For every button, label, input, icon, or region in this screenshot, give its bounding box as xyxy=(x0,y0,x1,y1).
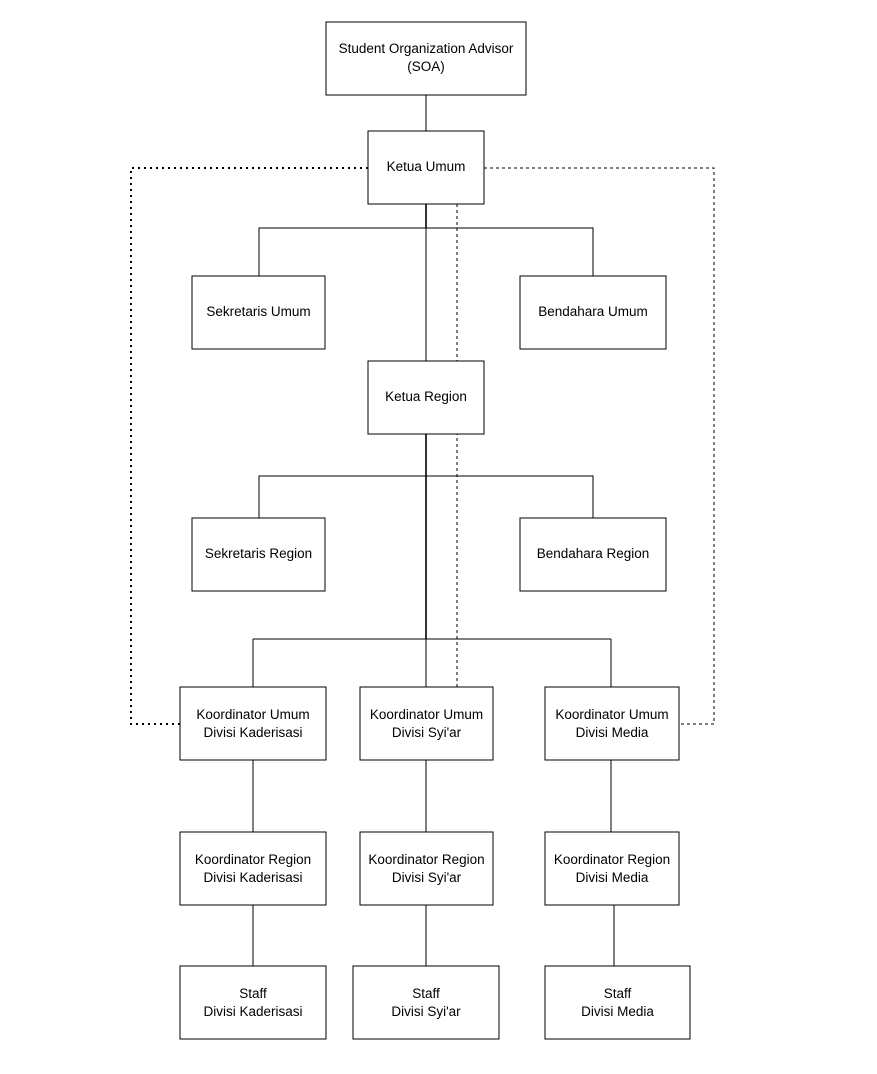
node-bendahara-region-label: Bendahara Region xyxy=(537,546,650,561)
node-koordinator-region-kaderisasi-line-2: Divisi Kaderisasi xyxy=(203,870,302,885)
node-staff-syiar-line-2: Divisi Syi'ar xyxy=(391,1004,461,1019)
node-sekretaris-umum: Sekretaris Umum xyxy=(191,275,326,350)
node-staff-syiar: Staff Divisi Syi'ar xyxy=(352,965,500,1040)
node-staff-kaderisasi-line-1: Staff xyxy=(239,986,267,1001)
node-koordinator-region-media-line-2: Divisi Media xyxy=(576,870,649,885)
node-staff-syiar-line-1: Staff xyxy=(412,986,440,1001)
connector-ketua-region-sekretaris-region xyxy=(258,475,426,518)
node-koordinator-region-media: Koordinator Region Divisi Media xyxy=(544,831,680,906)
dashed-connector-ketua-umum-media xyxy=(484,167,715,725)
node-ketua-umum-label: Ketua Umum xyxy=(387,159,466,174)
node-koordinator-region-kaderisasi: Koordinator Region Divisi Kaderisasi xyxy=(179,831,327,906)
node-sekretaris-umum-label: Sekretaris Umum xyxy=(206,304,310,319)
node-koordinator-region-kaderisasi-line-1: Koordinator Region xyxy=(195,852,311,867)
node-koordinator-umum-media-line-1: Koordinator Umum xyxy=(555,707,668,722)
node-koordinator-umum-kaderisasi: Koordinator Umum Divisi Kaderisasi xyxy=(179,686,327,761)
node-koordinator-umum-syiar: Koordinator Umum Divisi Syi'ar xyxy=(359,686,494,761)
node-bendahara-umum-label: Bendahara Umum xyxy=(538,304,648,319)
node-sekretaris-region: Sekretaris Region xyxy=(191,517,326,592)
node-staff-media: Staff Divisi Media xyxy=(544,965,691,1040)
node-soa: Student Organization Advisor (SOA) xyxy=(325,21,527,96)
dotted-connector-ketua-umum-kaderisasi xyxy=(130,167,368,725)
node-bendahara-umum: Bendahara Umum xyxy=(519,275,667,350)
node-koordinator-region-media-line-1: Koordinator Region xyxy=(554,852,670,867)
node-staff-kaderisasi-line-2: Divisi Kaderisasi xyxy=(203,1004,302,1019)
node-staff-kaderisasi: Staff Divisi Kaderisasi xyxy=(179,965,327,1040)
connector-ketua-region-bendahara-region xyxy=(426,475,594,518)
node-staff-media-line-2: Divisi Media xyxy=(581,1004,654,1019)
node-koordinator-region-syiar-line-1: Koordinator Region xyxy=(368,852,484,867)
connector-ketua-umum-bendahara-umum xyxy=(426,227,594,276)
connector-ketua-umum-sekretaris-umum xyxy=(258,227,426,276)
node-ketua-region: Ketua Region xyxy=(367,360,485,435)
connectors xyxy=(252,95,615,966)
node-koordinator-umum-kaderisasi-line-1: Koordinator Umum xyxy=(196,707,309,722)
node-koordinator-region-syiar: Koordinator Region Divisi Syi'ar xyxy=(359,831,494,906)
node-koordinator-region-syiar-line-2: Divisi Syi'ar xyxy=(392,870,462,885)
node-bendahara-region: Bendahara Region xyxy=(519,517,667,592)
node-soa-label-line-2: (SOA) xyxy=(407,59,445,74)
node-koordinator-umum-media: Koordinator Umum Divisi Media xyxy=(544,686,680,761)
node-koordinator-umum-kaderisasi-line-2: Divisi Kaderisasi xyxy=(203,725,302,740)
coordination-connectors xyxy=(130,167,715,725)
node-sekretaris-region-label: Sekretaris Region xyxy=(205,546,312,561)
node-ketua-region-label: Ketua Region xyxy=(385,389,467,404)
node-koordinator-umum-media-line-2: Divisi Media xyxy=(576,725,649,740)
node-ketua-umum: Ketua Umum xyxy=(367,130,485,205)
node-koordinator-umum-syiar-line-1: Koordinator Umum xyxy=(370,707,483,722)
node-staff-media-line-1: Staff xyxy=(604,986,632,1001)
node-koordinator-umum-syiar-line-2: Divisi Syi'ar xyxy=(392,725,462,740)
node-soa-label-line-1: Student Organization Advisor xyxy=(339,41,514,56)
